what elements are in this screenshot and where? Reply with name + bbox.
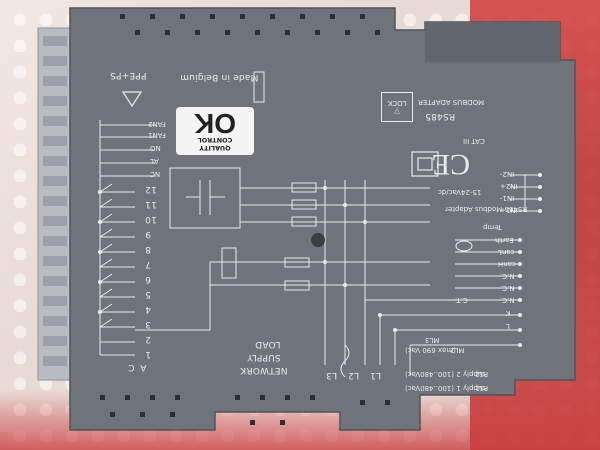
made-in-label: Made in Belgium [180,72,259,82]
mounting-hole [311,233,325,247]
lock-label: LOCK [387,99,407,107]
nc1-label: N.C. [500,272,515,280]
load-label: LOAD [255,339,281,349]
terminal-fan1: FAN1 [148,131,166,139]
warning-triangle-icon [121,91,143,108]
l3-label: L3 [326,370,338,380]
l-label: L [506,322,510,330]
ppe-ps-label: PPE+PS [110,70,147,80]
modbus-adapter-label: MODBUS ADAPTER [418,98,485,106]
canh-label: canH [498,260,516,268]
terminal-no: NO [150,144,161,152]
terminal-al: AL [150,157,159,165]
terminal-2: 2 [145,334,151,344]
in2-minus-label: IN2- [500,170,515,178]
rs485-label: RS485 [425,111,456,121]
terminal-12: 12 [145,184,157,194]
right-step [425,22,560,62]
max-voltage-label: (max 690 Vac) [405,346,456,354]
rs485-adapter-label: RS485 Modbus Adapter [445,205,528,213]
temp-label: Temp [483,223,502,231]
ps1-supply-label: supply 1 (100..480Vac) [405,384,486,392]
quality-line1: QUALITY [199,144,231,152]
in1-minus-label: IN1- [500,194,515,202]
terminal-5: 5 [145,289,151,299]
terminal-9: 9 [145,229,151,239]
terminal-4: 4 [145,304,151,314]
terminal-11: 11 [145,199,157,209]
terminal-7: 7 [145,259,151,269]
earth-label: Earth [495,236,514,244]
terminal-nc: NC [150,170,161,178]
terminal-8: 8 [145,244,151,254]
vent-holes-bottom [100,395,390,425]
terminal-a: A [140,362,147,372]
l2-label: L2 [348,370,360,380]
double-insulation-icon [411,151,439,177]
in2-plus-label: IN2+ [500,182,518,190]
ce-legend-box [253,71,265,103]
terminal-6: 6 [145,274,151,284]
supply-label: SUPPLY [247,352,281,362]
nc2-label: N.C. [500,284,515,292]
network-label: NETWORK [240,365,288,375]
canl-label: canL [498,248,515,256]
lock-box: ▽ LOCK [381,92,413,122]
vent-holes-top [120,14,380,35]
ps2-supply-label: supply 2 (100..480Vac) [405,370,486,378]
terminal-c: C [128,362,135,372]
terminal-screws [43,36,67,366]
terminal-3: 3 [145,319,151,329]
quality-ok-mark: OK [194,108,236,139]
terminal-10: 10 [145,214,157,224]
l1-label: L1 [370,370,382,380]
k-label: K [506,309,511,317]
lock-triangle-icon: ▽ [394,107,400,115]
voltage-label: 15-24Vac/dc [438,188,482,196]
cat-label: CAT III [463,137,485,145]
terminal-1: 1 [145,349,151,359]
junction-dots [98,173,542,347]
ml3-label: ML3 [425,336,440,344]
wiring-schematic [99,120,540,378]
nc3-label: N.C. [500,296,515,304]
ct-label: C.T. [455,296,468,304]
quality-control-sticker: QUALITY CONTROL OK [176,107,254,155]
terminal-fan2: FAN2 [148,120,166,128]
